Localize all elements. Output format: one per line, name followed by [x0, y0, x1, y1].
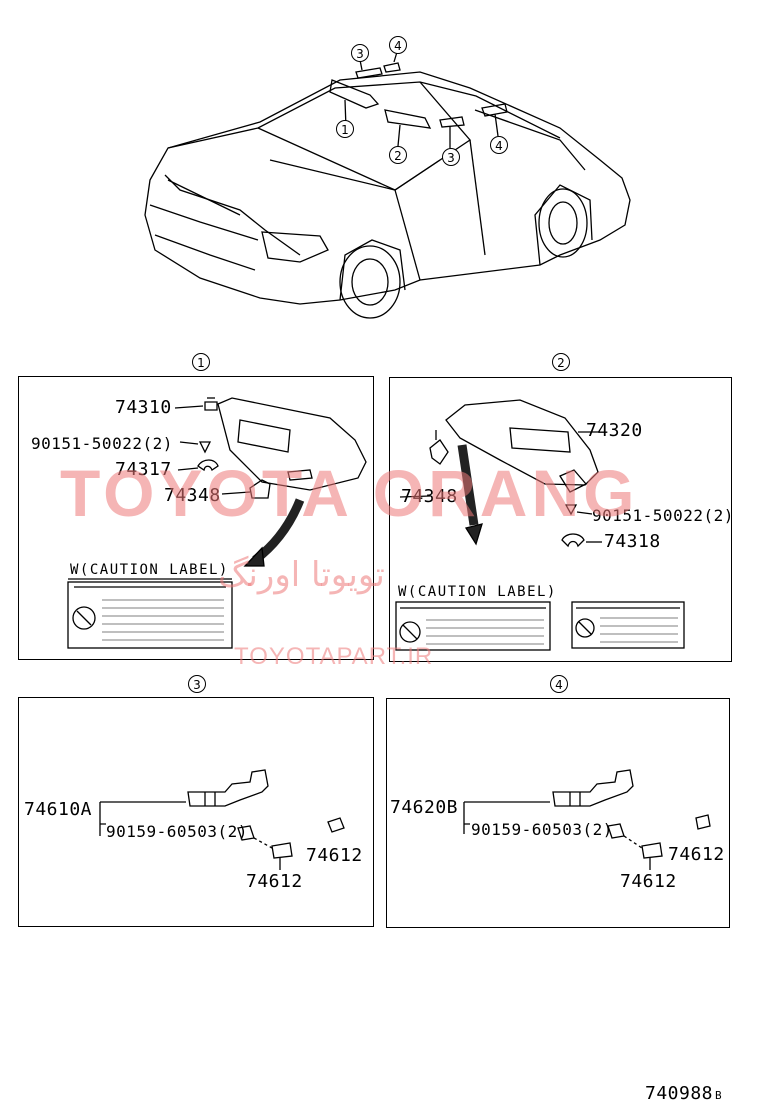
part-74610a-label: 74610A: [24, 799, 93, 820]
panel4-artwork: [463, 769, 711, 870]
panel1-caution-caption: W(CAUTION LABEL): [70, 562, 229, 578]
panel2-artwork: [395, 399, 685, 651]
part-74317-label: 74317: [115, 459, 172, 480]
panel2-marker: 2: [552, 353, 570, 371]
part-90151-50022-label: 90151-50022(2): [31, 434, 173, 453]
panel3-artwork: [99, 769, 345, 870]
overview-callout-3: 3: [442, 148, 460, 166]
part-90159-60503-label: 90159-60503(2): [106, 822, 248, 841]
part-90151-50022-label-right: 90151-50022(2): [592, 506, 734, 525]
part-74612-label-d: 74612: [620, 871, 677, 892]
part-90159-60503-label-right: 90159-60503(2): [471, 820, 613, 839]
panel2-frame: [389, 377, 732, 662]
part-74620b-label: 74620B: [390, 797, 459, 818]
part-74612-label-c: 74612: [668, 844, 725, 865]
part-74348-label-right: 74348: [401, 486, 458, 507]
overview-callout-4-top: 4: [389, 36, 407, 54]
panel1-marker: 1: [192, 353, 210, 371]
drawing-code-number: 740988: [645, 1083, 714, 1104]
panel4-frame: [386, 698, 730, 928]
drawing-code-suffix: B: [715, 1089, 723, 1102]
overview-callout-4: 4: [490, 136, 508, 154]
panel4-marker: 4: [550, 675, 568, 693]
panel3-marker: 3: [188, 675, 206, 693]
panel3-frame: [18, 697, 374, 927]
part-74310-label: 74310: [115, 397, 172, 418]
brand-watermark: TOYOTA ORANG: [60, 456, 639, 530]
overview-callout-3-top: 3: [351, 44, 369, 62]
overview-callout-1: 1: [336, 120, 354, 138]
overview-callout-2: 2: [389, 146, 407, 164]
part-74612-label-a: 74612: [306, 845, 363, 866]
panel1-frame: [18, 376, 374, 660]
part-74348-label: 74348: [164, 485, 221, 506]
persian-watermark: تویوتا اورنگ: [218, 555, 385, 595]
car-illustration: [144, 51, 631, 319]
part-74318-label: 74318: [604, 531, 661, 552]
panel2-caution-caption: W(CAUTION LABEL): [398, 584, 557, 600]
part-74320-label: 74320: [586, 420, 643, 441]
part-74612-label-b: 74612: [246, 871, 303, 892]
site-watermark: TOYOTAPART.IR: [234, 643, 434, 670]
panel1-artwork: [67, 397, 367, 649]
